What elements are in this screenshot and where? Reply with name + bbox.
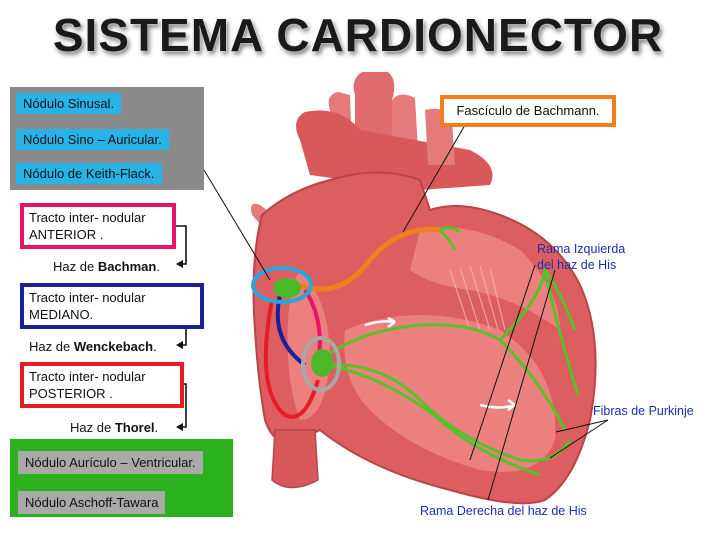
left-bundle-label-line1: Rama Izquierda [537,242,626,256]
haz-bachman-prefix: Haz de [53,259,98,274]
tract-anterior-box: Tracto inter- nodular ANTERIOR . [20,203,176,249]
tract-mediano-line2: MEDIANO. [29,307,94,322]
tract-mediano-line1: Tracto inter- nodular [29,290,146,305]
haz-thorel-name: Thorel [114,420,155,435]
inferior-vena-cava [271,429,319,489]
left-bundle-label-line2: del haz de His [537,258,617,272]
purkinje-label: Fibras de Purkinje [593,404,694,418]
node-label-sino-auricular: Nódulo Sino – Auricular. [16,129,169,150]
haz-thorel: Haz de Thorel. [70,420,158,435]
haz-wenckebach-name: Wenckebach [73,339,154,354]
haz-wenckebach-suffix: . [153,339,157,354]
av-node-ring [301,336,341,392]
heart-chambers [287,227,560,472]
node-label-keith-flack: Nódulo de Keith-Flack. [16,163,162,184]
haz-wenckebach: Haz de Wenckebach. [29,339,157,354]
tract-posterior-path [263,299,320,419]
haz-wenckebach-prefix: Haz de [29,339,74,354]
sa-node [273,278,301,298]
bachmann-bundle-path [299,226,441,292]
av-node [311,349,333,377]
great-vessels [251,72,493,235]
tract-anterior-line2: ANTERIOR . [29,227,104,242]
node-label-sinusal: Nódulo Sinusal. [16,93,122,114]
tract-mediano-box: Tracto inter- nodular MEDIANO. [20,283,204,329]
page-title: SISTEMA CARDIONECTOR [52,9,664,61]
haz-thorel-suffix: . [154,420,159,435]
pointer-lines [203,124,609,501]
sa-node-ring [251,266,313,304]
haz-bachman-suffix: . [156,259,160,274]
bachmann-branch [438,226,461,251]
tract-posterior-line1: Tracto inter- nodular [29,369,146,384]
av-node-panel: Nódulo Aurículo – Ventricular. Nódulo As… [10,439,233,517]
bachmann-label: Fascículo de Bachmann. [440,95,616,127]
flow-arrows [364,316,516,412]
tract-posterior-line2: POSTERIOR . [29,386,113,401]
tract-posterior-box: Tracto inter- nodular POSTERIOR . [20,362,184,408]
node-label-aschoff-tawara: Nódulo Aschoff-Tawara [18,491,166,514]
sa-node-panel: Nódulo Sinusal. Nódulo Sino – Auricular.… [10,87,204,190]
bracket-arrowheads [176,260,183,431]
haz-bachman: Haz de Bachman. [53,259,160,274]
his-purkinje [319,266,580,477]
chordae [449,265,506,331]
node-label-auriculo-ventricular: Nódulo Aurículo – Ventricular. [18,451,203,474]
tract-anterior-line1: Tracto inter- nodular [29,210,146,225]
haz-thorel-prefix: Haz de [70,420,115,435]
right-bundle-label: Rama Derecha del haz de His [420,504,587,518]
haz-bachman-name: Bachman [97,259,157,274]
